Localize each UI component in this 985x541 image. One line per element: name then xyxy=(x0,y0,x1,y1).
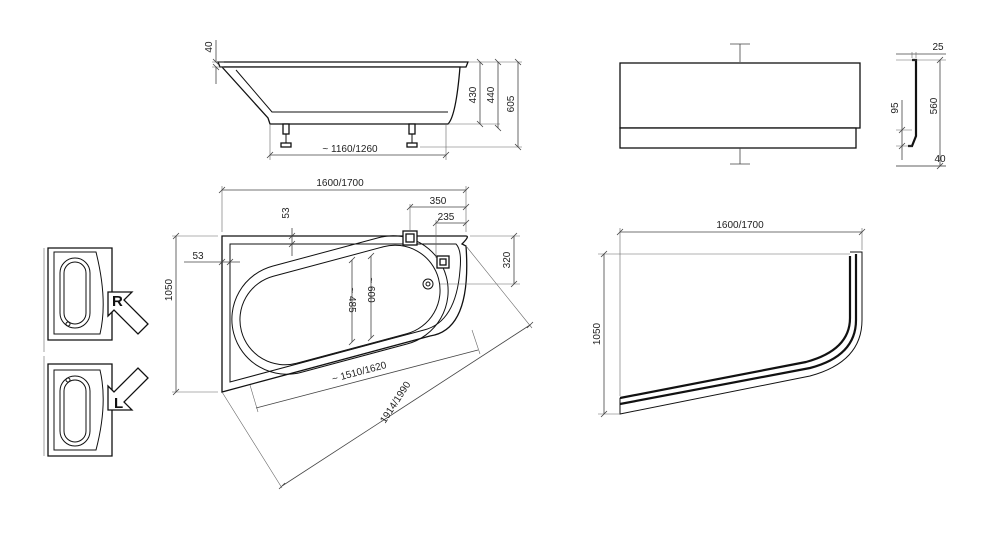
drain-icon xyxy=(422,278,434,290)
side-elevation-view: 40 430 440 605 ~ 1160/1260 xyxy=(204,40,522,160)
dim-depth-430: 430 xyxy=(468,86,479,103)
panel-profile xyxy=(908,58,918,148)
arrow-left-variant-icon xyxy=(107,367,149,411)
dim-depth-440: 440 xyxy=(486,86,497,103)
dim-inner-485: ~ 485 xyxy=(346,287,357,313)
dim-length-plan: 1600/1700 xyxy=(316,178,364,189)
dim-height-605: 605 xyxy=(506,95,517,112)
tub-outline-plan xyxy=(221,235,468,393)
dim-panel-length: 1600/1700 xyxy=(716,220,764,231)
dim-inner-600: ~ 600 xyxy=(365,277,376,303)
dim-drain-320: 320 xyxy=(502,251,513,268)
tub-rim xyxy=(217,61,469,68)
dim-panel-25: 25 xyxy=(932,42,944,53)
variant-left: L xyxy=(43,356,149,457)
dim-panel-95: 95 xyxy=(890,102,901,114)
panel-front xyxy=(619,62,861,129)
panel-outline-inner xyxy=(619,256,852,400)
tub-inner-rim xyxy=(229,243,461,383)
panel-front-view xyxy=(619,43,861,165)
plan-view: 1600/1700 350 235 53 53 1050 320 ~ 485 ~… xyxy=(164,178,534,490)
variant-left-label: L xyxy=(114,395,123,412)
panel-plan-view: 1600/1700 1050 xyxy=(592,220,866,418)
dim-width-235: 235 xyxy=(438,212,455,223)
panel-profile-view: 25 560 95 40 xyxy=(890,42,946,170)
dim-panel-width: 1050 xyxy=(592,322,603,345)
variant-right: R xyxy=(43,247,149,352)
variant-right-label: R xyxy=(112,293,123,310)
dim-offset-53-left: 53 xyxy=(192,251,204,262)
dim-diagonal: 1914/1990 xyxy=(378,379,413,425)
tub-legs xyxy=(276,123,420,148)
panel-foot xyxy=(619,127,857,149)
panel-outline-outer xyxy=(619,254,858,406)
dim-rim-height: 40 xyxy=(204,41,215,53)
dim-legs-span: ~ 1160/1260 xyxy=(322,144,378,155)
dim-offset-53-top: 53 xyxy=(281,207,292,219)
basin-inner xyxy=(239,244,441,366)
dim-width-350: 350 xyxy=(430,196,447,207)
arrow-right-variant-icon xyxy=(107,291,149,335)
dim-panel-40: 40 xyxy=(934,154,946,165)
dim-panel-560: 560 xyxy=(929,97,940,114)
dim-width-1050: 1050 xyxy=(164,278,175,301)
